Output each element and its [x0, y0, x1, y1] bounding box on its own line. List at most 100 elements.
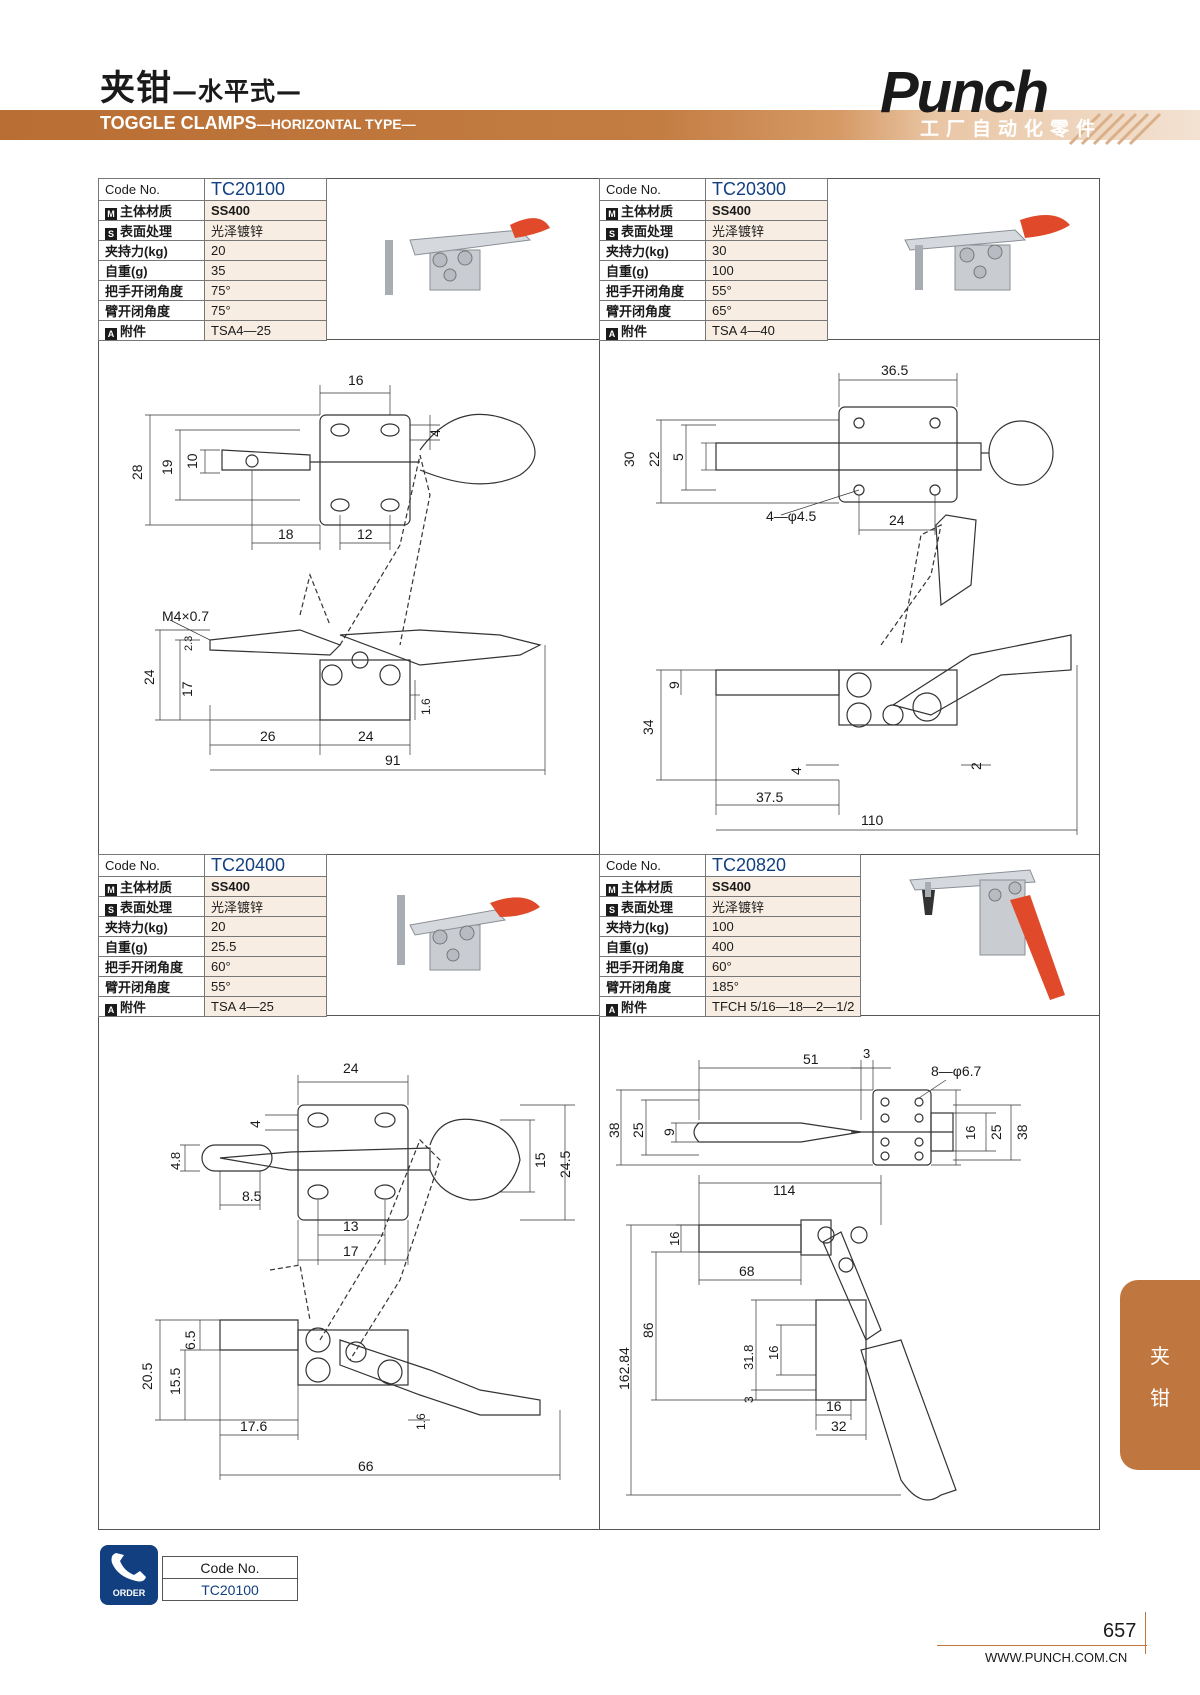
dim-label: 9	[666, 681, 682, 689]
title-en-sub: —HORIZONTAL TYPE—	[256, 116, 416, 132]
spec-label: 把手开闭角度	[98, 280, 205, 301]
website-url[interactable]: WWW.PUNCH.COM.CN	[985, 1650, 1128, 1665]
product-photo-tc20100	[385, 218, 550, 295]
dim-label: 17	[343, 1243, 359, 1259]
dim-label: 18	[278, 526, 294, 542]
dim-label: 22	[646, 451, 662, 467]
title-en-main: TOGGLE CLAMPS	[100, 113, 257, 133]
dim-label: 25	[630, 1122, 646, 1138]
spec-label: 自重(g)	[599, 936, 706, 957]
dim-label: 16	[766, 1346, 781, 1360]
dim-label: 6.5	[182, 1330, 198, 1350]
dim-label: 4.8	[168, 1152, 183, 1170]
material-badge: M	[606, 884, 618, 896]
accessory-badge: A	[606, 1004, 618, 1016]
phone-icon	[111, 1553, 146, 1582]
dim-label: 86	[640, 1322, 656, 1338]
dim-label: 24	[889, 512, 905, 528]
dim-label: 38	[1014, 1124, 1030, 1140]
page-number: 657	[1103, 1620, 1137, 1642]
code-label: Code No.	[599, 854, 706, 877]
spec-value: SS400	[204, 876, 327, 897]
spec-value: 75°	[204, 280, 327, 301]
spec-label: 表面处理	[120, 900, 173, 915]
page-title-en: TOGGLE CLAMPS—HORIZONTAL TYPE—	[100, 113, 416, 134]
dim-label: 17.6	[240, 1418, 267, 1434]
dim-label: 38	[606, 1122, 622, 1138]
dim-label: 4—φ4.5	[766, 508, 817, 524]
code-value: TC20300	[705, 178, 828, 201]
drawing-tc20820: 51 3 8—φ6.7 38 25 9 16 25 38 114 16 68 8…	[606, 1046, 1030, 1501]
product-photo-tc20820	[909, 869, 1065, 1000]
spec-value: 75°	[204, 300, 327, 321]
material-badge: M	[105, 884, 117, 896]
category-side-tab[interactable]: 夹 钳	[1120, 1280, 1200, 1470]
spec-label: 把手开闭角度	[599, 956, 706, 977]
dim-label: 2	[968, 762, 984, 770]
code-label: Code No.	[599, 178, 706, 201]
spec-value: 185°	[704, 976, 862, 997]
code-label: Code No.	[98, 854, 205, 877]
dim-label: 4	[247, 1120, 263, 1128]
dim-label: 16	[963, 1126, 978, 1140]
spec-label: 把手开闭角度	[599, 280, 706, 301]
dim-label: 17	[179, 681, 195, 697]
dim-label: 20.5	[139, 1363, 155, 1390]
dim-label: 32	[831, 1418, 847, 1434]
order-code-box: Code No. TC20100	[162, 1556, 298, 1601]
dim-label: 4	[788, 767, 804, 775]
spec-value: 25.5	[204, 936, 327, 957]
side-tab-char-1: 夹	[1150, 1344, 1170, 1368]
drawing-tc20100: 16 4 28 19 10 18 12 M4×0.7 2.3 24 17 1.6…	[129, 372, 546, 775]
spec-label: 附件	[621, 324, 648, 339]
spec-value: SS400	[204, 200, 327, 221]
spec-label: 主体材质	[621, 204, 674, 219]
product-photo-tc20400	[397, 895, 540, 971]
spec-value: 光泽镀锌	[204, 220, 327, 241]
spec-label: 臂开闭角度	[599, 976, 706, 997]
spec-label: 臂开闭角度	[98, 300, 205, 321]
surface-badge: S	[105, 904, 117, 916]
spec-value: 30	[705, 240, 828, 261]
dim-label: 68	[739, 1263, 755, 1279]
title-cn-sub: —水平式—	[172, 77, 303, 106]
dim-label: 24.5	[557, 1151, 573, 1178]
punch-logo: Punch	[880, 60, 1162, 146]
spec-label: 夹持力(kg)	[98, 916, 205, 937]
spec-value: SS400	[704, 876, 862, 897]
dim-label: 3	[742, 1396, 756, 1403]
spec-label: 自重(g)	[599, 260, 706, 281]
spec-value: 100	[704, 916, 862, 937]
dim-label: 5	[670, 453, 686, 461]
dim-label: 8.5	[242, 1188, 262, 1204]
dim-label: 3	[863, 1046, 870, 1061]
spec-value: TFCH 5/16—18—2—1/2	[704, 996, 862, 1017]
surface-badge: S	[606, 904, 618, 916]
spec-label: 主体材质	[120, 880, 173, 895]
dim-label: 13	[343, 1218, 359, 1234]
spec-value: 60°	[704, 956, 862, 977]
order-code-value: TC20100	[162, 1578, 298, 1601]
spec-value: TSA4—25	[204, 320, 327, 341]
dim-label: 66	[358, 1458, 374, 1474]
material-badge: M	[606, 208, 618, 220]
spec-value: 35	[204, 260, 327, 281]
spec-label: 表面处理	[621, 224, 674, 239]
drawing-tc20400: 24 4 4.8 8.5 15 24.5 13 17 20.5 15.5 6.5…	[139, 1060, 575, 1480]
dim-label: 110	[861, 812, 884, 828]
spec-label: 夹持力(kg)	[599, 240, 706, 261]
surface-badge: S	[606, 228, 618, 240]
spec-value: 光泽镀锌	[204, 896, 327, 917]
accessory-badge: A	[105, 1004, 117, 1016]
material-badge: M	[105, 208, 117, 220]
spec-value: 55°	[705, 280, 828, 301]
spec-label: 主体材质	[621, 880, 674, 895]
spec-label: 夹持力(kg)	[98, 240, 205, 261]
product-photo-tc20300	[904, 215, 1070, 291]
code-value: TC20820	[704, 854, 862, 877]
spec-value: SS400	[705, 200, 828, 221]
dim-label: 34	[640, 719, 656, 735]
